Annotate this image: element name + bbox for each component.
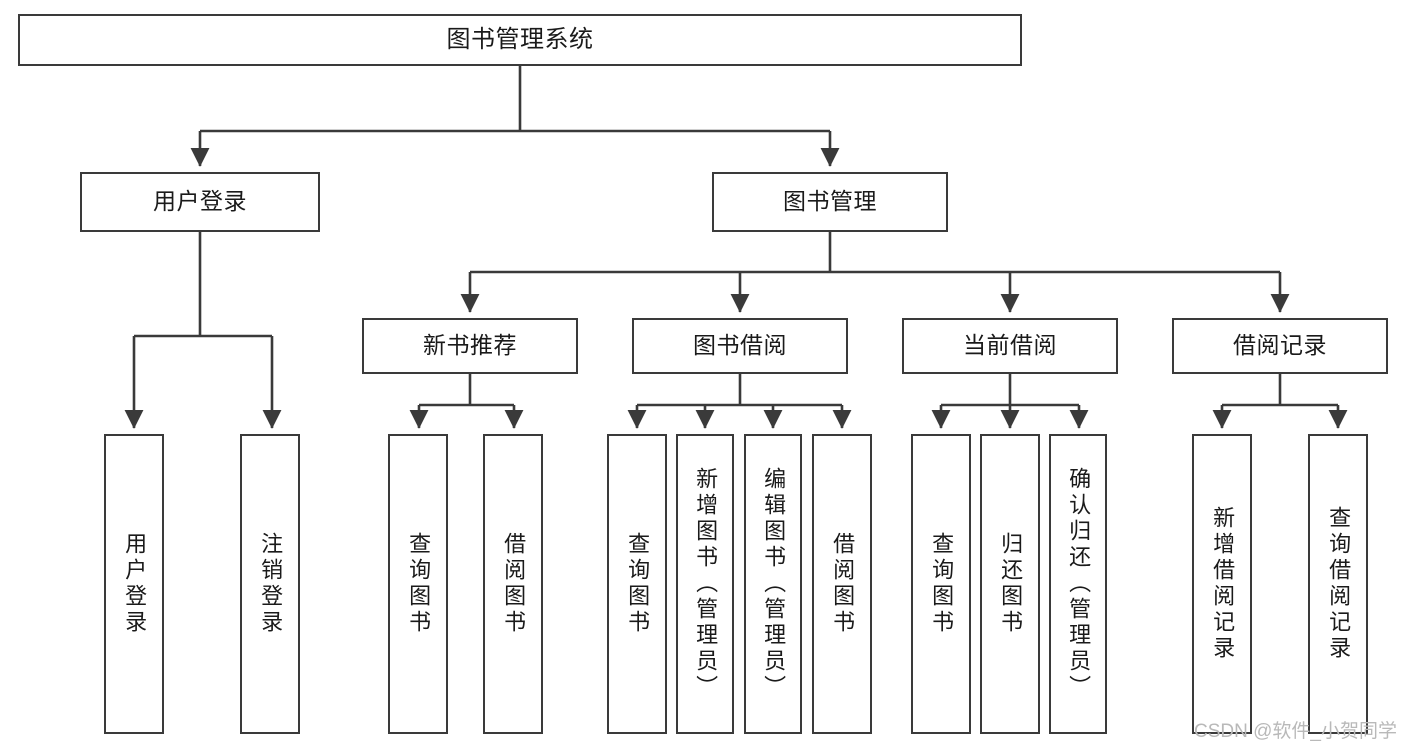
node-label: 新书推荐 bbox=[423, 332, 517, 359]
node-root-system[interactable]: 图书管理系统 bbox=[18, 14, 1022, 66]
node-label: 用户登录 bbox=[122, 532, 148, 636]
node-label: 新增借阅记录 bbox=[1210, 506, 1236, 662]
leaf-query-book-recommend[interactable]: 查询图书 bbox=[388, 434, 448, 734]
node-label: 归还图书 bbox=[998, 532, 1024, 636]
node-label: 查询借阅记录 bbox=[1326, 506, 1352, 662]
leaf-add-borrow-record[interactable]: 新增借阅记录 bbox=[1192, 434, 1252, 734]
node-user-login[interactable]: 用户登录 bbox=[80, 172, 320, 232]
node-label: 当前借阅 bbox=[963, 332, 1057, 359]
leaf-edit-book-admin[interactable]: 编辑图书（管理员） bbox=[744, 434, 802, 734]
leaf-user-login[interactable]: 用户登录 bbox=[104, 434, 164, 734]
leaf-return-book[interactable]: 归还图书 bbox=[980, 434, 1040, 734]
leaf-query-book-borrow[interactable]: 查询图书 bbox=[607, 434, 667, 734]
node-label: 图书管理系统 bbox=[446, 25, 594, 53]
node-label: 查询图书 bbox=[625, 532, 651, 636]
leaf-logout[interactable]: 注销登录 bbox=[240, 434, 300, 734]
node-label: 编辑图书（管理员） bbox=[761, 467, 787, 701]
node-book-borrow[interactable]: 图书借阅 bbox=[632, 318, 848, 374]
node-current-borrow[interactable]: 当前借阅 bbox=[902, 318, 1118, 374]
node-label: 注销登录 bbox=[258, 532, 284, 636]
node-label: 借阅记录 bbox=[1233, 332, 1327, 359]
node-label: 图书管理 bbox=[783, 188, 877, 215]
node-label: 借阅图书 bbox=[501, 532, 527, 636]
leaf-borrow-book[interactable]: 借阅图书 bbox=[812, 434, 872, 734]
node-label: 确认归还（管理员） bbox=[1066, 467, 1092, 701]
node-book-management[interactable]: 图书管理 bbox=[712, 172, 948, 232]
node-label: 用户登录 bbox=[153, 188, 247, 215]
node-label: 查询图书 bbox=[406, 532, 432, 636]
leaf-query-borrow-record[interactable]: 查询借阅记录 bbox=[1308, 434, 1368, 734]
node-label: 图书借阅 bbox=[693, 332, 787, 359]
node-label: 借阅图书 bbox=[830, 532, 856, 636]
node-label: 查询图书 bbox=[929, 532, 955, 636]
watermark: CSDN @软件_小贺同学 bbox=[1194, 721, 1397, 742]
node-borrow-record[interactable]: 借阅记录 bbox=[1172, 318, 1388, 374]
node-new-book-recommend[interactable]: 新书推荐 bbox=[362, 318, 578, 374]
leaf-borrow-book-recommend[interactable]: 借阅图书 bbox=[483, 434, 543, 734]
leaf-confirm-return-admin[interactable]: 确认归还（管理员） bbox=[1049, 434, 1107, 734]
leaf-add-book-admin[interactable]: 新增图书（管理员） bbox=[676, 434, 734, 734]
leaf-query-book-current[interactable]: 查询图书 bbox=[911, 434, 971, 734]
node-label: 新增图书（管理员） bbox=[693, 467, 719, 701]
